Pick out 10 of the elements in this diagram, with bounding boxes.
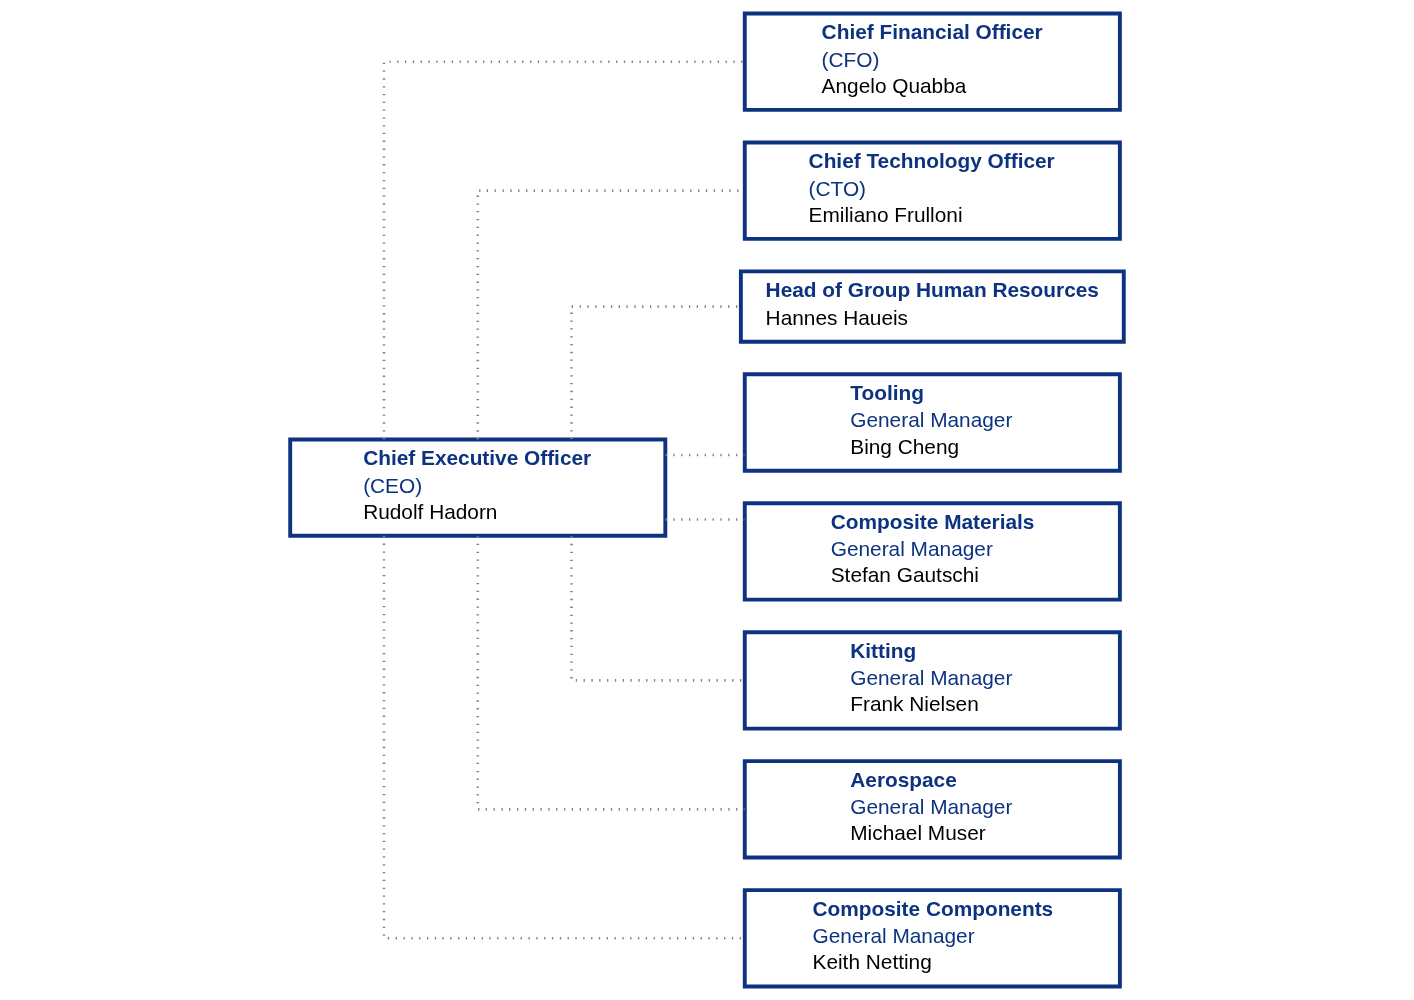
connector (382, 60, 745, 440)
node-box: Chief Executive Officer (CEO) Rudolf Hadorn (288, 437, 668, 538)
node-box: Chief Technology Officer (CTO) Emiliano Frulloni (742, 140, 1122, 241)
node-box: Composite Components General Manager Keith Netting (742, 888, 1122, 989)
node-box: Composite Materials General Manager Stefan Gautschi (742, 501, 1122, 602)
node-box: Tooling General Manager Bing Cheng (742, 372, 1122, 473)
node-box: Aerospace General Manager Michael Muser (742, 759, 1122, 860)
node-box: Kitting General Manager Frank Nielsen (742, 630, 1122, 731)
node-box: Head of Group Human Resources Hannes Haueis (738, 269, 1126, 344)
node-box: Chief Financial Officer (CFO) Angelo Quabba (742, 11, 1122, 112)
